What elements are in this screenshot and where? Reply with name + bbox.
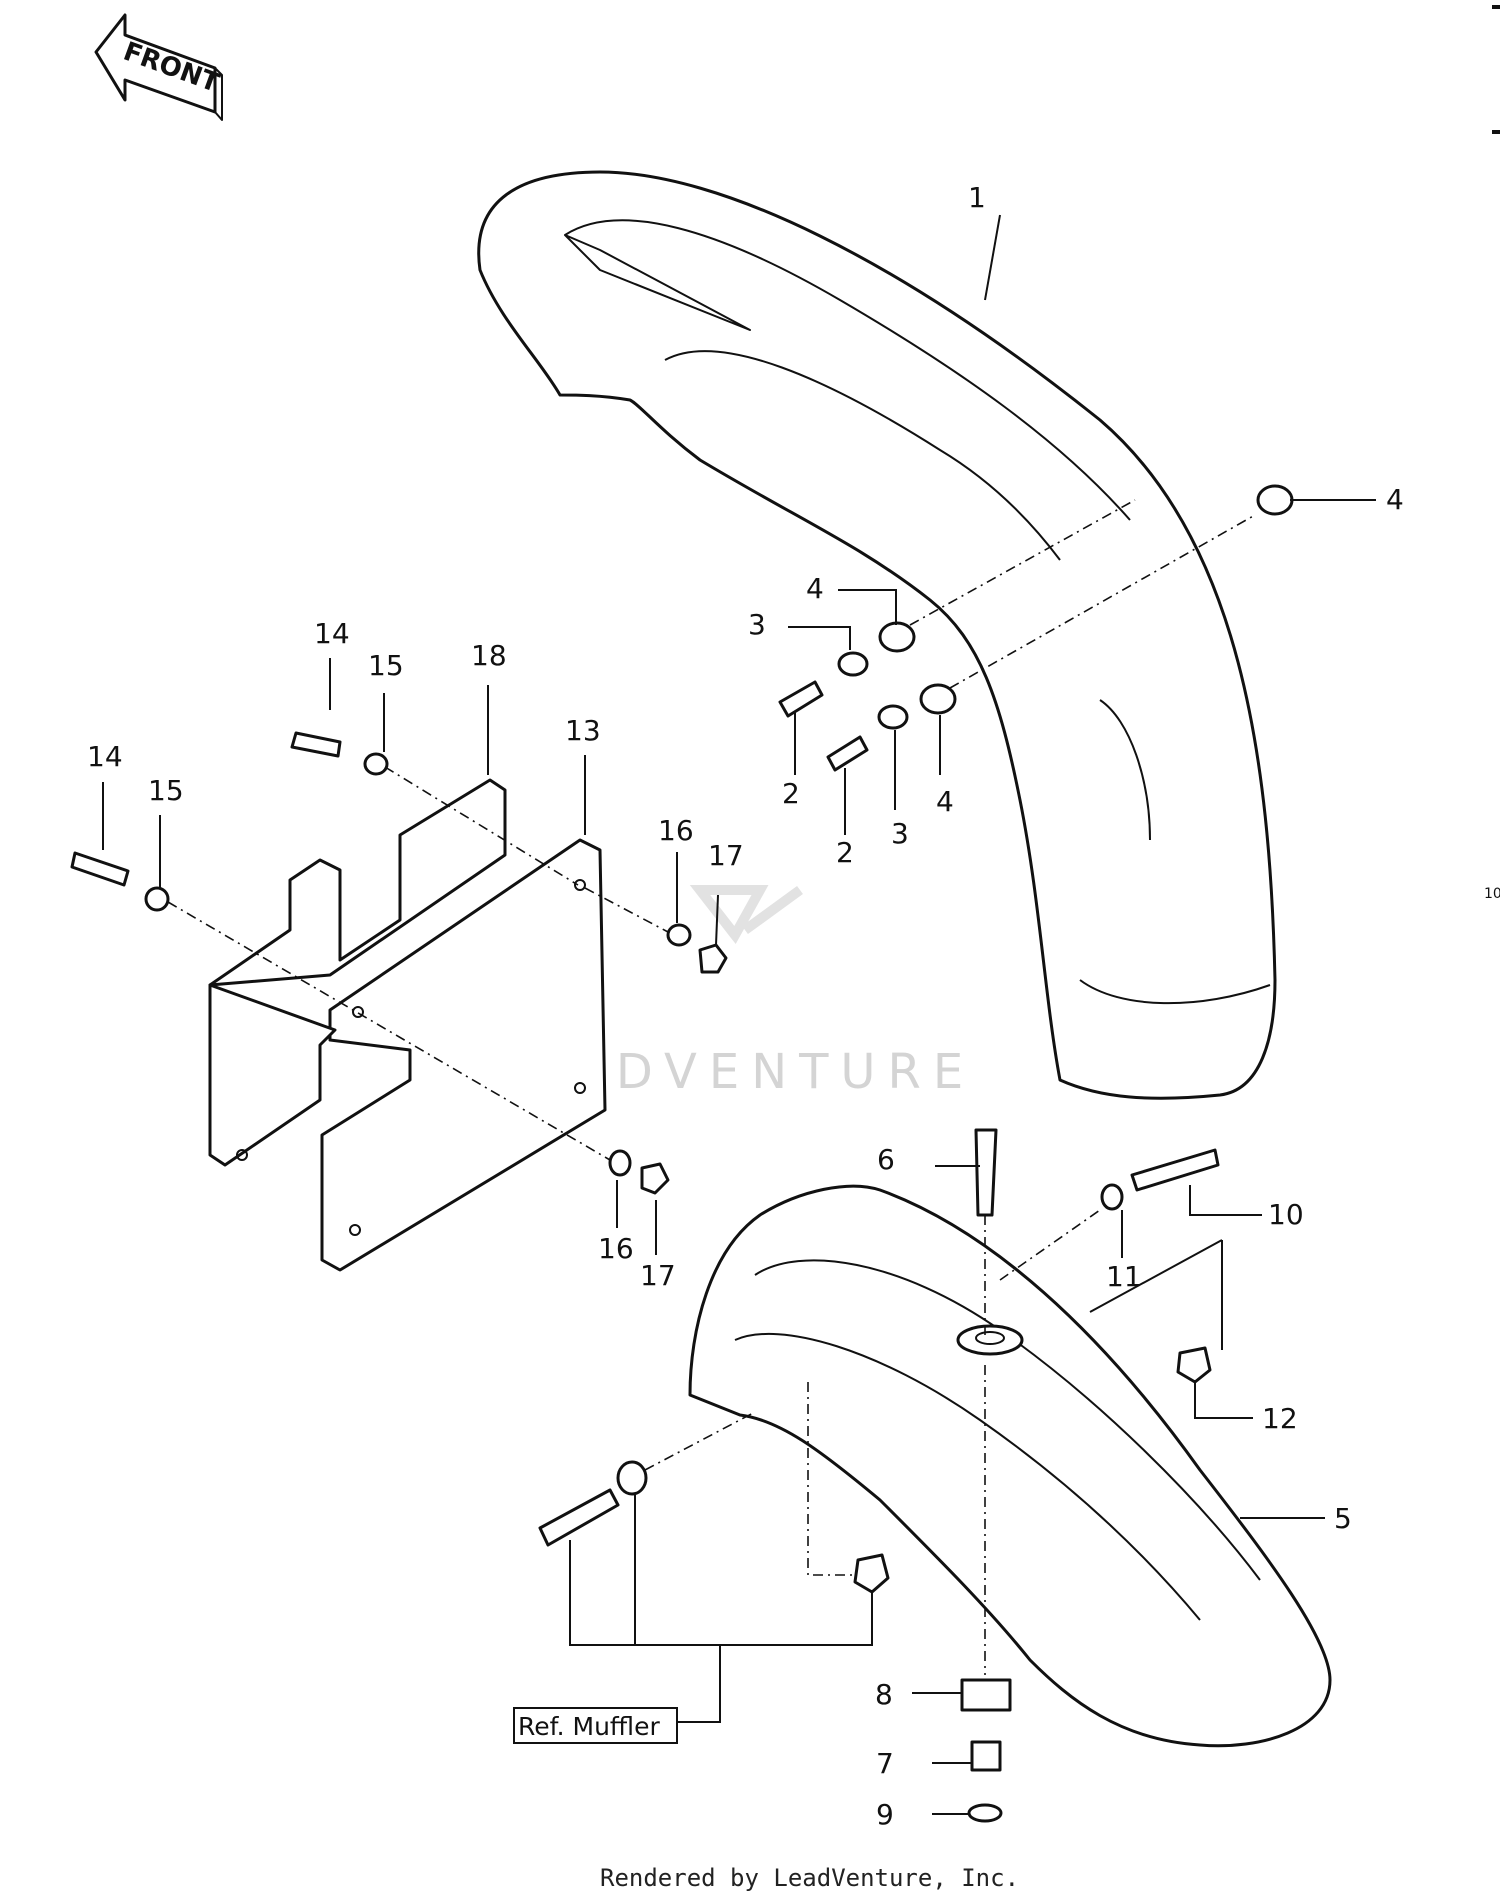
callout-16: 16 [658, 814, 694, 847]
callout-1: 1 [968, 181, 986, 214]
callout-12: 12 [1262, 1402, 1298, 1435]
callout-2: 2 [836, 836, 854, 869]
alignment-lines [167, 499, 1256, 1675]
front-arrow: FRONT [94, 13, 223, 121]
callout-14: 14 [314, 617, 350, 650]
hardware [70, 484, 1294, 1823]
callout-5: 5 [1334, 1502, 1352, 1535]
callout-16: 16 [598, 1232, 634, 1265]
callout-9: 9 [876, 1798, 894, 1831]
callout-15: 15 [368, 649, 404, 682]
callout-4: 4 [806, 572, 824, 605]
callout-7: 7 [876, 1747, 894, 1780]
callout-18: 18 [471, 639, 507, 672]
front-fender [477, 170, 1277, 1100]
callout-10: 10 [1268, 1198, 1304, 1231]
callout-labels: 1 2 2 3 3 4 4 4 5 6 7 8 9 10 11 12 13 14… [87, 181, 1404, 1831]
license-plate [208, 778, 507, 1167]
callout-17: 17 [640, 1259, 676, 1292]
callout-11: 11 [1106, 1260, 1142, 1293]
callout-3: 3 [748, 608, 766, 641]
callout-8: 8 [875, 1678, 893, 1711]
footer-credit: Rendered by LeadVenture, Inc. [600, 1864, 1019, 1892]
callout-13: 13 [565, 714, 601, 747]
ref-muffler-box: Ref. Muffler [513, 1707, 678, 1744]
license-bracket [320, 838, 607, 1272]
edge-marks: 10 [1484, 5, 1500, 902]
callout-4: 4 [936, 785, 954, 818]
edge-text: 10 [1484, 886, 1500, 902]
leader-lines [102, 214, 1376, 1815]
callout-4: 4 [1386, 483, 1404, 516]
callout-3: 3 [891, 817, 909, 850]
callout-2: 2 [782, 777, 800, 810]
callout-15: 15 [148, 774, 184, 807]
callout-6: 6 [877, 1143, 895, 1176]
callout-14: 14 [87, 740, 123, 773]
callout-17: 17 [708, 839, 744, 872]
ref-muffler-label: Ref. Muffler [518, 1712, 660, 1741]
rear-fender [688, 1184, 1332, 1748]
